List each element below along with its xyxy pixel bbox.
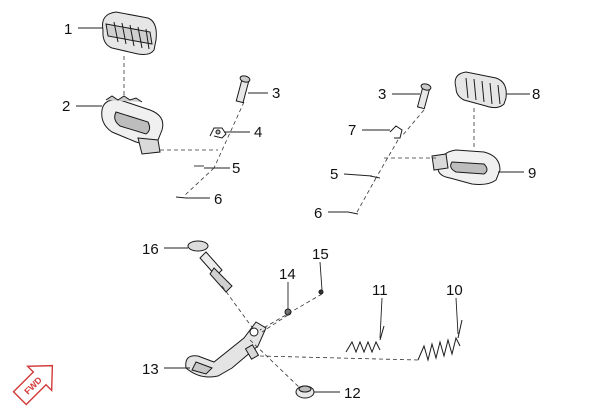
cotter-pin-left: [175, 196, 187, 199]
return-spring-large: [417, 319, 463, 362]
pivot-pin-left: [235, 75, 251, 104]
callout-2: 2: [62, 98, 70, 115]
footpeg-rubber-right: [454, 71, 507, 109]
footpeg-body-left: [101, 95, 164, 155]
callout-7: 7: [348, 122, 356, 139]
spring-clip-right: [389, 125, 403, 139]
callout-9: 9: [528, 165, 536, 182]
spring-clip-left: [209, 127, 227, 139]
callout-6-right: 6: [314, 205, 322, 222]
callout-13: 13: [142, 361, 159, 378]
brake-pedal: [185, 321, 267, 378]
callout-6-left: 6: [214, 191, 222, 208]
callout-8: 8: [532, 86, 540, 103]
callout-3-left: 3: [272, 85, 280, 102]
forward-direction-arrow: FWD: [12, 364, 54, 406]
fwd-arrow-icon: [12, 364, 54, 406]
footpeg-rubber-left: [102, 11, 157, 55]
right-footpeg-assembly: [347, 71, 507, 215]
pivot-pin-right: [416, 83, 432, 110]
footpeg-body-right: [431, 149, 501, 185]
callout-16: 16: [142, 241, 159, 258]
callout-5-right: 5: [330, 166, 338, 183]
callout-10: 10: [446, 282, 463, 299]
lower-pedal-assembly: [185, 240, 463, 399]
callout-11: 11: [372, 282, 388, 299]
small-pin: [284, 308, 292, 316]
cotter-pin-right: [347, 211, 359, 215]
callout-5-left: 5: [232, 160, 240, 177]
callout-1: 1: [64, 21, 72, 38]
callout-15: 15: [312, 246, 329, 263]
detent-ball: [318, 289, 324, 295]
callout-3-right: 3: [378, 86, 386, 103]
return-spring-small: [345, 325, 385, 354]
callout-14: 14: [279, 266, 296, 283]
left-footpeg-assembly: [101, 11, 251, 199]
pivot-bolt: [187, 240, 233, 293]
callout-4: 4: [254, 124, 262, 141]
cap-nut: [295, 385, 315, 399]
callout-numbers: 1 2 3 4 5 6 3 7 8 5 9 6 16 15 14 11 10 1…: [62, 21, 540, 402]
callout-leaders: [76, 27, 530, 393]
callout-12: 12: [344, 385, 361, 402]
